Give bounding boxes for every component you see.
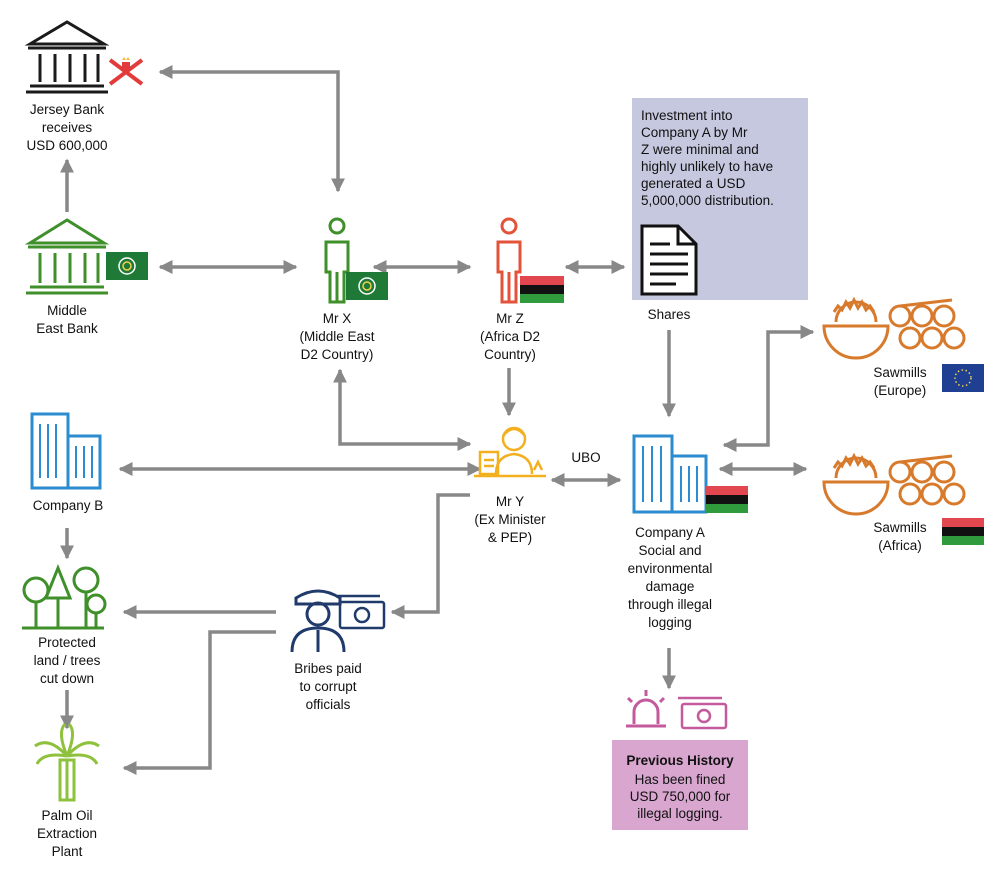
sawmill-europe-icon xyxy=(822,296,966,360)
company-b-building-icon xyxy=(30,412,102,490)
note-text: Investment into Company A by Mr Z were m… xyxy=(641,108,774,208)
mr-z-label: Mr Z (Africa D2 Country) xyxy=(479,311,540,362)
officer-icon xyxy=(290,589,346,653)
mr-x-person-icon xyxy=(324,217,350,304)
company-a-building-icon xyxy=(632,434,708,514)
eu-flag-icon xyxy=(942,364,984,392)
mr-y-minister-icon xyxy=(474,426,546,478)
arab-league-flag-icon xyxy=(106,252,148,280)
sawmill-africa-icon xyxy=(822,452,966,516)
palm-tree-icon xyxy=(34,722,100,802)
protected-land-label: Protected land / trees cut down xyxy=(33,635,101,686)
money-icon xyxy=(678,696,728,730)
shares-label: Shares xyxy=(647,307,691,322)
arrow-mrx-mry xyxy=(333,368,472,451)
jersey-bank-icon xyxy=(24,20,110,94)
mr-y-label: Mr Y (Ex Minister & PEP) xyxy=(474,494,546,545)
company-a-flag-icon xyxy=(706,486,748,513)
company-b-label: Company B xyxy=(32,498,104,513)
palm-oil-label: Palm Oil Extraction Plant xyxy=(36,808,98,859)
ubo-label: UBO xyxy=(571,450,601,465)
mr-z-person-icon xyxy=(496,217,522,304)
arrow-companya-sawmills-europe xyxy=(722,325,815,452)
sawmills-europe-label: Sawmills (Europe) xyxy=(873,365,927,398)
arrow-mry-bribes xyxy=(390,493,470,619)
arrow-mrx-jersey xyxy=(158,65,345,193)
document-icon xyxy=(640,224,698,296)
arrows xyxy=(60,65,815,775)
alarm-siren-icon xyxy=(626,690,666,728)
history-text: Has been fined USD 750,000 for illegal l… xyxy=(629,772,731,821)
company-a-label: Company A Social and environmental damag… xyxy=(627,525,713,630)
middle-east-bank-label: Middle East Bank xyxy=(36,303,98,336)
history-box xyxy=(612,740,748,830)
jersey-flag-icon xyxy=(108,57,144,86)
middle-east-bank-icon xyxy=(24,218,110,295)
arrow-bribes-palm xyxy=(122,630,276,775)
africa-flag-icon xyxy=(942,518,984,545)
mr-x-flag-icon xyxy=(346,272,388,300)
mr-x-label: Mr X (Middle East D2 Country) xyxy=(299,311,375,362)
jersey-bank-label: Jersey Bank receives USD 600,000 xyxy=(26,102,108,153)
banknote-icon xyxy=(336,594,386,630)
mr-z-flag-icon xyxy=(520,276,564,303)
bribes-label: Bribes paid to corrupt officials xyxy=(294,661,362,712)
trees-icon xyxy=(22,563,107,630)
history-title: Previous History xyxy=(626,753,734,768)
sawmills-africa-label: Sawmills (Africa) xyxy=(873,520,927,553)
